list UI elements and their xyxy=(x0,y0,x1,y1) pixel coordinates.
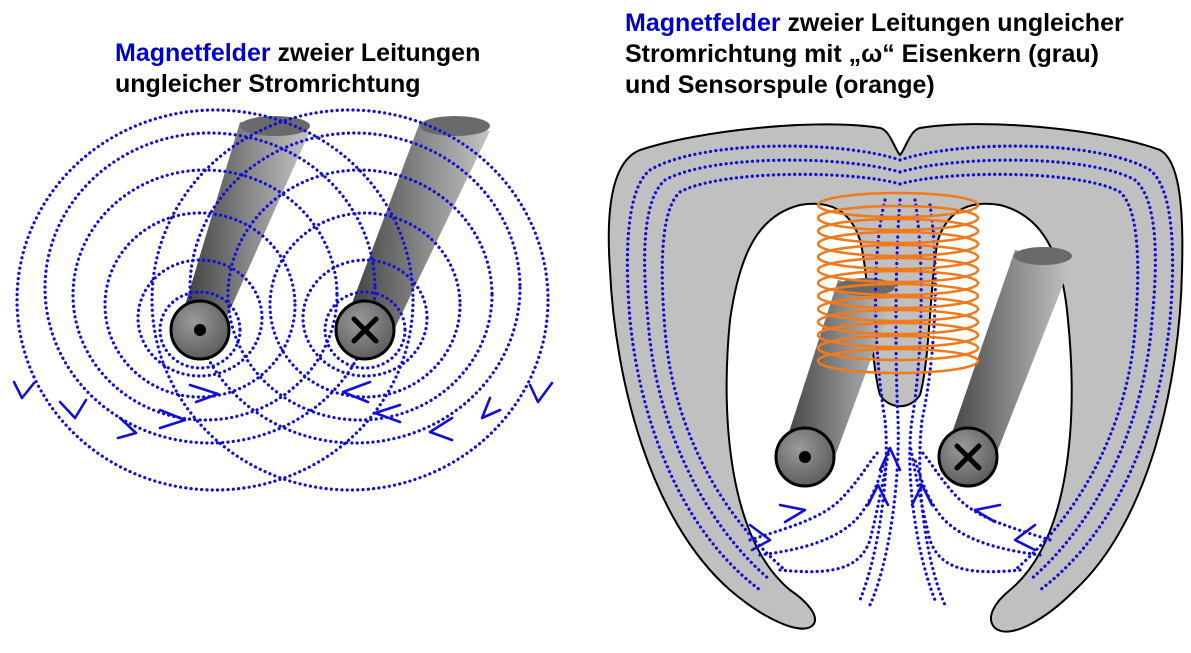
right-diagram xyxy=(607,123,1184,633)
omega-iron-core xyxy=(607,123,1184,633)
right-conductor-dot-symbol xyxy=(774,426,836,488)
left-conductor-rod-dot xyxy=(180,116,310,328)
right-field-lines xyxy=(625,144,1175,607)
left-conductor-cross-symbol xyxy=(334,299,396,361)
left-field-arrows xyxy=(12,380,554,442)
left-title-line2: ungleicher Stromrichtung xyxy=(115,70,421,98)
right-title-highlight: Magnetfelder xyxy=(625,9,781,37)
left-title-line1: zweier Leitungen xyxy=(270,39,481,67)
left-conductor-rod-cross xyxy=(345,116,490,328)
left-diagram xyxy=(12,108,554,492)
right-field-arrows xyxy=(748,446,1037,552)
right-title-line2: Stromrichtung mit „ω“ Eisenkern (grau) xyxy=(625,40,1099,68)
left-conductor-dot-symbol xyxy=(169,299,231,361)
left-title-highlight: Magnetfelder xyxy=(115,39,271,67)
left-field-lines-conductor-cross xyxy=(150,108,550,492)
right-panel-title: Magnetfelder zweier Leitungen ungleicher… xyxy=(625,8,1185,101)
sensor-coil xyxy=(816,191,980,375)
right-title-line3: und Sensorspule (orange) xyxy=(625,71,935,99)
right-conductor-cross-symbol xyxy=(937,426,999,488)
right-conductor-rod-cross xyxy=(942,247,1072,470)
left-panel-title: Magnetfelder zweier Leitungen ungleicher… xyxy=(115,38,555,100)
right-title-line1: zweier Leitungen ungleicher xyxy=(780,9,1124,37)
